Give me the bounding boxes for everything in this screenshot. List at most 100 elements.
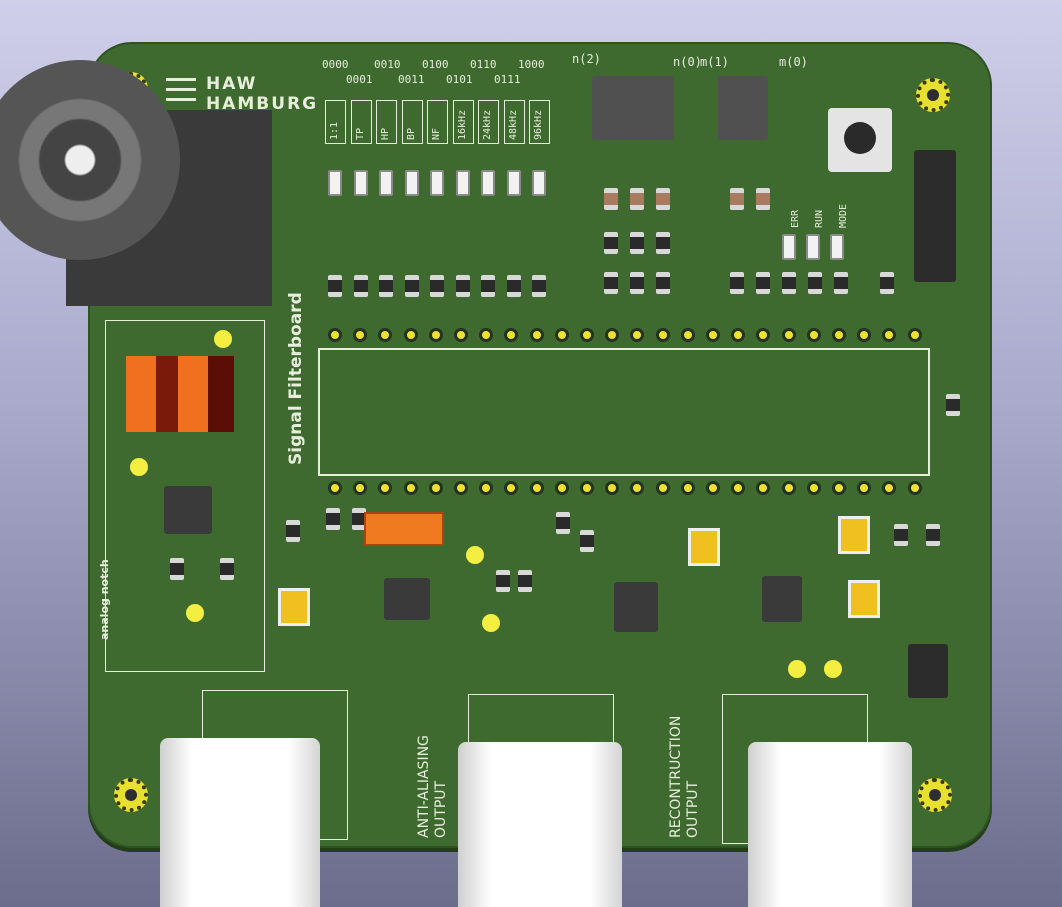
socket-pin <box>328 481 342 495</box>
capacitors <box>126 356 234 432</box>
status-label: ERR <box>790 209 801 228</box>
socket-pin <box>504 481 519 495</box>
socket-pin <box>907 481 922 495</box>
resistor <box>604 232 618 254</box>
resistor <box>506 275 521 297</box>
switch-label-m1: m(1) <box>700 55 729 69</box>
switch-label-m0: m(0) <box>779 55 808 69</box>
test-point <box>824 660 842 678</box>
dip-switch-m[interactable] <box>718 76 768 140</box>
resistor <box>532 275 546 297</box>
cinch-connector-anti-aliasing[interactable] <box>458 742 622 907</box>
mode-push-button[interactable] <box>828 108 892 172</box>
logo-lines-icon <box>166 78 196 106</box>
socket-pin <box>580 328 594 342</box>
socket-pin <box>731 328 746 342</box>
resistor <box>894 524 908 546</box>
mode-led <box>328 170 342 196</box>
pin-header-small <box>908 644 948 698</box>
socket-pin <box>857 481 872 495</box>
anti-aliasing-output-label: ANTI-ALIASING OUTPUT <box>416 735 449 838</box>
logo-text-hamburg: HAMBURG <box>206 94 319 114</box>
mode-label: TP <box>354 127 366 140</box>
mode-code: 0101 <box>446 73 473 86</box>
mode-label-box <box>325 100 346 144</box>
mode-code: 0001 <box>346 73 373 86</box>
resistor <box>556 512 570 534</box>
socket-pin <box>529 328 544 342</box>
op-amp-chip <box>762 576 802 622</box>
mode-label: 16kHz <box>456 109 468 140</box>
test-point <box>214 330 232 348</box>
resistor <box>353 275 368 297</box>
resistor <box>656 272 670 294</box>
resistor <box>379 275 393 297</box>
bnc-connector[interactable] <box>0 60 180 260</box>
mode-code: 0000 <box>322 58 349 71</box>
resistor <box>630 272 644 294</box>
switch-label-n0: n(0) <box>673 55 702 69</box>
mode-label: BP <box>405 127 417 140</box>
resistor <box>604 272 618 294</box>
resistor <box>946 394 960 416</box>
logo-text-haw: HAW <box>206 74 258 94</box>
tantalum-capacitor <box>688 528 720 566</box>
socket-pin <box>403 481 418 495</box>
resistor <box>481 275 495 297</box>
socket-pin <box>806 481 821 495</box>
cinch-connector-input[interactable] <box>160 738 320 907</box>
mode-led <box>404 170 419 196</box>
mode-label: 48kHz <box>507 109 519 140</box>
resistor <box>630 188 644 210</box>
mode-code: 1000 <box>518 58 545 71</box>
op-amp-chip <box>614 582 658 632</box>
mode-led <box>353 170 368 196</box>
resistor <box>656 188 670 210</box>
mode-led <box>532 170 546 196</box>
resistor <box>404 275 419 297</box>
notch-section-outline <box>105 320 265 672</box>
socket-pin <box>706 328 720 342</box>
mode-label-box <box>503 100 525 144</box>
socket-pin <box>529 481 544 495</box>
mode-label-box <box>478 100 499 144</box>
tantalum-capacitor <box>848 580 880 618</box>
resistor <box>756 272 770 294</box>
mode-label: NF <box>431 127 442 140</box>
cinch-connector-reconstruction[interactable] <box>748 742 912 907</box>
switch-label-n2: n(2) <box>572 52 601 66</box>
mode-led <box>455 170 470 196</box>
resistor <box>880 272 894 294</box>
socket-pin <box>655 328 670 342</box>
test-point <box>466 546 484 564</box>
board-title: Signal Filterboard <box>286 292 306 465</box>
socket-pin <box>605 328 620 342</box>
test-point <box>130 458 148 476</box>
mode-code: 0010 <box>374 58 401 71</box>
resistor <box>455 275 470 297</box>
socket-pin <box>781 328 796 342</box>
socket-pin <box>428 481 443 495</box>
socket-pin <box>832 481 846 495</box>
socket-pin <box>504 328 519 342</box>
mounting-hole <box>918 778 952 812</box>
test-point <box>788 660 806 678</box>
resistor <box>808 272 822 294</box>
mode-led <box>481 170 495 196</box>
socket-pin <box>706 481 720 495</box>
notch-label: analog notch <box>98 559 111 640</box>
mode-led <box>506 170 521 196</box>
mode-code: 0100 <box>422 58 449 71</box>
reconstruction-output-label: RECONTRUCTION OUTPUT <box>668 715 701 838</box>
dip-switch-n[interactable] <box>592 76 674 140</box>
socket-pin <box>630 481 645 495</box>
resistor <box>782 272 796 294</box>
socket-pin <box>680 328 695 342</box>
socket-pin <box>378 481 393 495</box>
socket-pin <box>756 481 771 495</box>
resistor <box>656 232 670 254</box>
mode-label-box <box>529 100 550 144</box>
mounting-hole <box>916 78 950 112</box>
socket-pin <box>857 328 872 342</box>
resistor <box>170 558 184 580</box>
